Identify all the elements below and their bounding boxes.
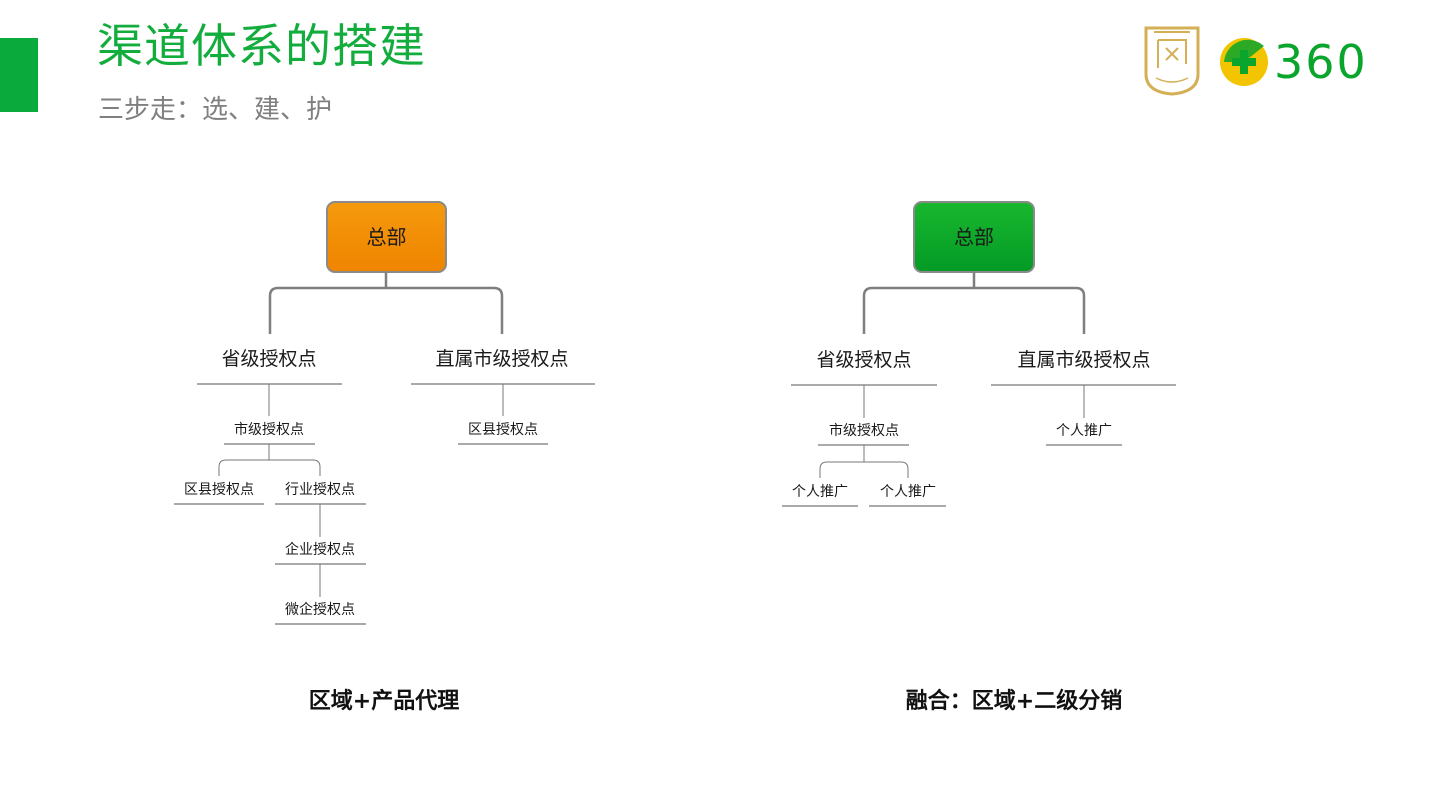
right-personal-a-label: 个人推广 — [792, 484, 848, 500]
right-personal-c-label: 个人推广 — [1056, 423, 1112, 439]
logo-360: 360 — [1140, 22, 1402, 98]
left-root-label: 总部 — [367, 225, 407, 249]
right-root-connector — [862, 272, 1086, 334]
left-enterprise-label: 企业授权点 — [285, 541, 355, 558]
plus-circle-icon — [1220, 38, 1268, 86]
left-district-b-label: 区县授权点 — [468, 422, 538, 438]
right-direct-city-label: 直属市级授权点 — [1017, 349, 1150, 371]
accent-bar — [0, 38, 38, 112]
logo-text: 360 — [1274, 35, 1368, 89]
right-root-label: 总部 — [954, 225, 994, 249]
page-subtitle: 三步走：选、建、护 — [98, 95, 333, 125]
page-title: 渠道体系的搭建 — [97, 19, 426, 73]
left-district-a-label: 区县授权点 — [184, 482, 254, 498]
left-diagram: 总部 省级授权点 直属市级授权点 市级授权点 区县授权点 行业授权点 企业授权点… — [174, 201, 595, 714]
right-diagram: 总部 省级授权点 直属市级授权点 市级授权点 个人推广 个人推广 个人推广 融合… — [782, 201, 1176, 714]
right-city-branch-connector — [819, 445, 909, 478]
left-province-label: 省级授权点 — [221, 348, 316, 370]
right-caption: 融合：区域+二级分销 — [906, 688, 1122, 714]
left-city-branch-connector — [218, 444, 321, 476]
left-industry-label: 行业授权点 — [285, 482, 355, 498]
left-direct-city-label: 直属市级授权点 — [435, 348, 568, 370]
right-personal-b-label: 个人推广 — [880, 484, 936, 500]
emblem-icon — [1144, 26, 1200, 96]
left-root-connector — [268, 272, 504, 334]
left-caption: 区域+产品代理 — [309, 688, 459, 714]
right-province-label: 省级授权点 — [816, 349, 911, 371]
right-city-label: 市级授权点 — [829, 422, 899, 439]
left-city-label: 市级授权点 — [234, 421, 304, 438]
left-micro-label: 微企授权点 — [285, 601, 355, 618]
